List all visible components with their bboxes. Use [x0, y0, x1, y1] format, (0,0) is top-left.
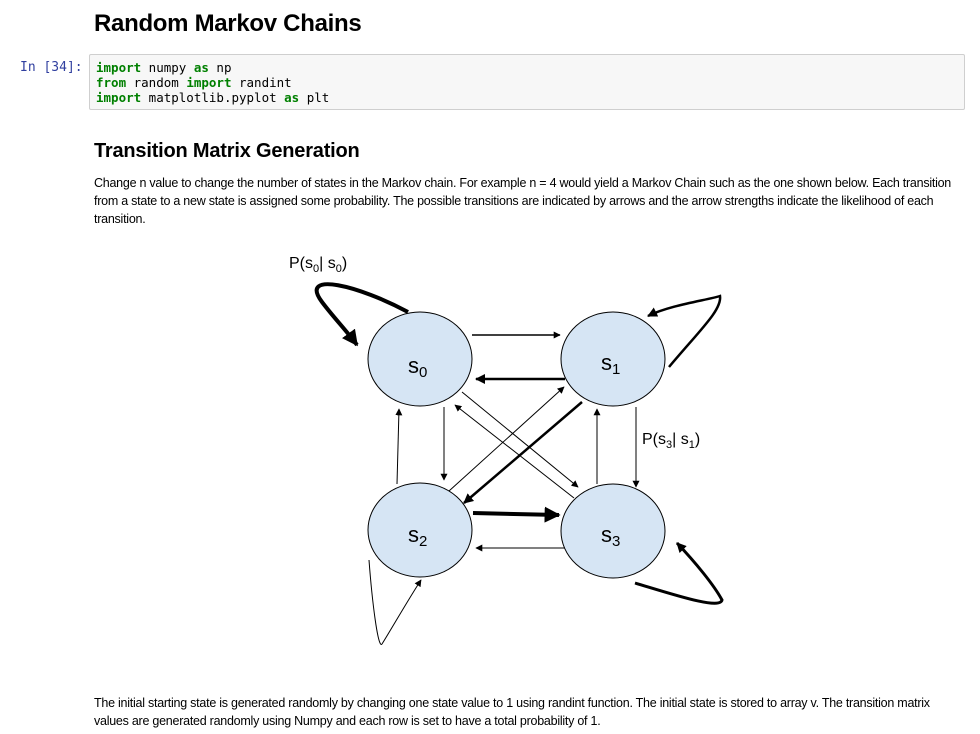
state-node-s1: s1: [560, 311, 666, 407]
state-node-s2: s2: [367, 482, 473, 578]
edge-s1-s2: [463, 401, 583, 504]
edge-s0-s3: [461, 391, 579, 488]
self-loop-s0: [314, 282, 409, 347]
label-p-s3-given-s1: P(s3| s1): [642, 431, 700, 451]
svg-text:s3: s3: [601, 522, 620, 550]
initial-state-paragraph: The initial starting state is generated …: [94, 696, 930, 728]
edge-s2-s3: [472, 506, 561, 523]
notebook-title: Random Markov Chains: [94, 10, 362, 37]
intro-paragraph: Change n value to change the number of s…: [94, 176, 952, 226]
code-line-3: import matplotlib.pyplot as plt: [96, 90, 330, 105]
section-heading: Transition Matrix Generation: [94, 140, 360, 162]
state-node-s0: s0: [367, 311, 473, 407]
code-line-2: from random import randint: [96, 75, 292, 90]
code-line-1: import numpy as np: [96, 60, 232, 75]
edge-s2-s0: [395, 408, 403, 485]
self-loop-s1: [647, 294, 722, 368]
svg-text:s1: s1: [601, 350, 620, 378]
self-loop-s2: [368, 559, 422, 645]
edge-s3-s0: [454, 404, 575, 499]
cell-prompt: In [34]:: [20, 60, 83, 75]
self-loop-s3: [634, 541, 724, 605]
edge-s2-s1: [448, 386, 565, 492]
code-cell[interactable]: import numpy as np from random import ra…: [89, 54, 965, 110]
svg-text:s2: s2: [408, 522, 427, 550]
state-node-s3: s3: [560, 483, 666, 579]
svg-text:s0: s0: [408, 353, 427, 381]
label-p-s0-given-s0: P(s0| s0): [289, 255, 347, 275]
